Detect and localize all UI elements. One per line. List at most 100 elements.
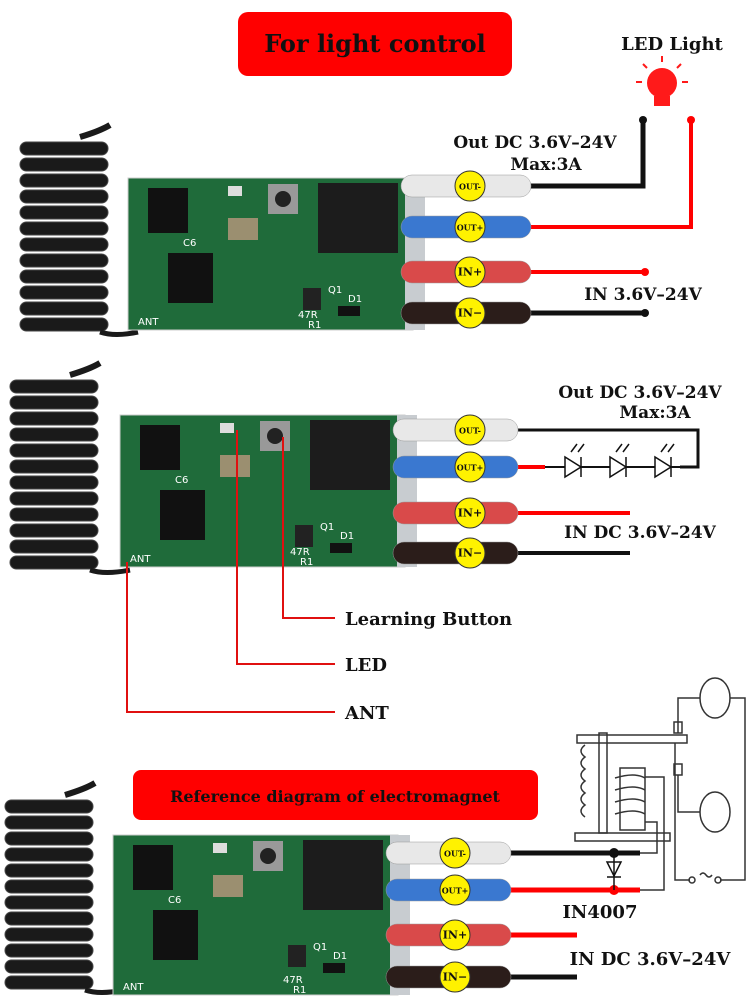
pcb-silkscreen: R1 [300, 557, 313, 568]
terminal-label: IN− [458, 547, 482, 560]
terminal-label: OUT- [459, 182, 481, 192]
antenna-coil [9, 360, 131, 575]
terminal-badge [454, 170, 486, 202]
pcb-silkscreen: 47R [283, 975, 303, 986]
crystal [228, 218, 258, 240]
terminal-wire-out-plus: OUT+ [385, 874, 512, 906]
terminal-label: IN− [458, 307, 482, 320]
terminal-label: OUT+ [457, 463, 484, 473]
pcb-silkscreen: R1 [308, 320, 321, 331]
diode-label: IN4007 [563, 902, 638, 923]
terminal-label: OUT+ [442, 886, 469, 896]
callout-ant: ANT [344, 703, 389, 724]
out-max: Max:3A [510, 155, 582, 175]
terminal-badge [439, 874, 471, 906]
led-string [564, 443, 675, 479]
section-title: Reference diagram of electromagnet [170, 787, 500, 806]
pcb-silkscreen: D1 [348, 294, 362, 305]
pcb-silkscreen: Q1 [328, 285, 342, 296]
terminal-wire-in-plus: IN+ [385, 919, 512, 951]
terminal-badge [454, 497, 486, 529]
led-indicator [213, 843, 227, 853]
terminal-badge [454, 537, 486, 569]
relay-diagram [574, 677, 746, 891]
title-box [238, 12, 512, 76]
terminal-wire-out-minus: OUT- [400, 170, 532, 202]
ic-chip [140, 425, 180, 470]
terminal-badge [454, 297, 486, 329]
terminal-wire-in-plus: IN+ [392, 497, 519, 529]
in-spec: IN 3.6V–24V [584, 285, 702, 305]
terminal-label: IN+ [458, 266, 482, 279]
led-light-label: LED Light [621, 34, 723, 55]
terminal-badge [454, 414, 486, 446]
wire-out-plus-line [530, 120, 693, 229]
bulb-icon [636, 56, 688, 106]
ic-chip [148, 188, 188, 233]
terminal-wire-in-plus: IN+ [400, 256, 532, 288]
out-spec: Out DC 3.6V–24V [558, 383, 722, 403]
led-indicator [220, 423, 234, 433]
terminal-wire-out-plus: OUT+ [392, 451, 519, 483]
crystal [213, 875, 243, 897]
wire-out-minus-line [518, 428, 700, 469]
terminal-label: OUT- [459, 426, 481, 436]
terminal-badge [439, 919, 471, 951]
terminal-label: OUT- [444, 849, 466, 859]
ic-chip [133, 845, 173, 890]
in-spec: IN DC 3.6V–24V [570, 949, 732, 970]
terminal-wire-in-minus: IN− [385, 961, 512, 993]
mosfet [310, 420, 390, 490]
out-max: Max:3A [619, 403, 691, 423]
crystal [220, 455, 250, 477]
callout-line-learning [282, 437, 335, 619]
terminal-label: IN+ [458, 507, 482, 520]
ic-chip [153, 910, 198, 960]
section-light-control: For light control LED Light Out DC 3.6V–… [19, 12, 724, 337]
pcb-silkscreen: C6 [183, 238, 196, 249]
section-led-wiring: Out DC 3.6V–24V Max:3A IN DC 3.6V–24V AN… [9, 360, 722, 724]
terminal-badge [454, 256, 486, 288]
terminal-wire-out-plus: OUT+ [400, 211, 532, 243]
title-box [133, 770, 538, 820]
pcb-silkscreen: 47R [290, 547, 310, 558]
pcb-silkscreen: R1 [293, 985, 306, 996]
pcb-silkscreen: ANT [123, 982, 144, 993]
led-diode-icon [609, 443, 630, 479]
terminal-badge [454, 451, 486, 483]
ic-chip [168, 253, 213, 303]
section-title: For light control [264, 29, 486, 58]
terminal-wire-in-minus: IN− [392, 537, 519, 569]
callout-learning-button: Learning Button [345, 609, 512, 630]
terminal-label: IN− [443, 971, 467, 984]
antenna-coil [4, 780, 124, 995]
terminal-label: IN+ [443, 929, 467, 942]
callout-line-ant [126, 562, 335, 713]
terminal-badge [454, 211, 486, 243]
terminal-wire-out-minus: OUT- [385, 837, 512, 869]
callout-led: LED [345, 655, 387, 676]
pcb-silkscreen: C6 [175, 475, 188, 486]
wire-out-minus-line [530, 120, 646, 189]
terminal-badge [439, 961, 471, 993]
mosfet [318, 183, 398, 253]
ic-chip [160, 490, 205, 540]
mosfet [303, 840, 383, 910]
terminal-wire-in-minus: IN− [400, 297, 532, 329]
led-diode-icon [654, 443, 675, 479]
out-spec: Out DC 3.6V–24V [453, 133, 617, 153]
pcb-silkscreen: D1 [333, 951, 347, 962]
led-indicator [228, 186, 242, 196]
terminal-wire-out-minus: OUT- [392, 414, 519, 446]
pcb-silkscreen: ANT [138, 317, 159, 328]
pcb-silkscreen: C6 [168, 895, 181, 906]
antenna-coil [19, 122, 139, 337]
terminal-badge [439, 837, 471, 869]
